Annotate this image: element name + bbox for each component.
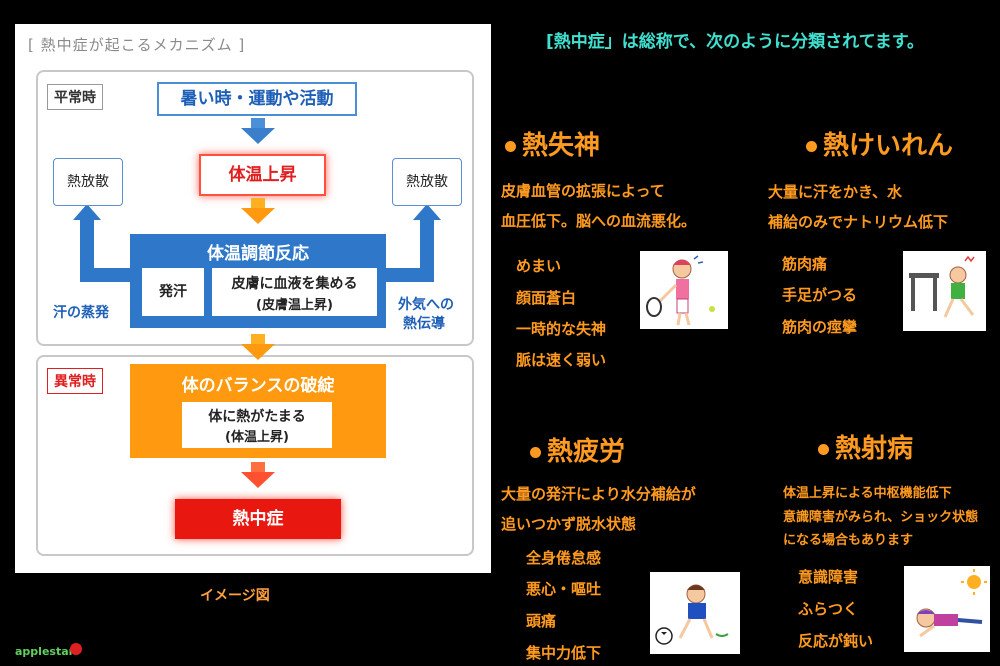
arrow-down-icon [241,208,275,224]
syncope-symptom: 脈は速く弱い [516,351,607,369]
headline: [熱中症」は総称で、次のように分類されてます。 [546,32,925,52]
stroke-desc-3: になる場合もあります [783,533,914,548]
arrow-down-icon [241,344,275,360]
arrow-down-icon [251,198,265,208]
stroke-symptom: 意識障害 [798,568,859,586]
panel-title: [ 熱中症が起こるメカニズム ] [28,36,246,54]
tennis-player-icon [646,255,715,326]
exhaustion-desc-1: 大量の発汗により水分補給が [501,485,696,503]
left-flow-arrow-stem [80,218,94,282]
right-flow-arrow-stem [420,218,434,282]
abnormal-state-tag: 異常時 [47,368,103,394]
arrow-down-icon [251,118,265,128]
normal-state-tag: 平常時 [47,84,103,110]
bullet-icon [505,141,516,152]
section-title-exhaustion: 熱疲労 [530,431,625,468]
soccer-player-icon [655,584,729,645]
skin-blood-box [212,268,377,316]
heat-release-left: 熱放散 [53,158,123,206]
bullet-icon [806,141,817,152]
regulation-title: 体温調節反応 [207,244,309,264]
exhaustion-symptom: 全身倦怠感 [526,549,602,567]
arrow-up-icon [413,204,441,220]
section-title-text: 熱けいれん [823,131,954,161]
syncope-symptom: めまい [516,257,562,275]
dizzy-tennis-player-illustration [640,251,728,329]
label-sweat-evaporation: 汗の蒸発 [53,305,109,321]
left-flow-arrow-connector [80,268,132,282]
heat-accumulation-line1: 体に熱がたまる [208,409,306,425]
section-title-syncope: 熱失神 [505,125,600,162]
cramps-symptom: 筋肉の痙攣 [782,318,858,336]
syncope-symptom: 一時的な失神 [516,320,607,338]
section-title-cramps: 熱けいれん [806,125,953,162]
heat-accumulation-line2: (体温上昇) [225,430,289,445]
site-logo: applestar [15,645,75,658]
heat-release-right: 熱放散 [392,158,462,206]
cramps-symptom: 手足がつる [782,286,858,304]
heatstroke-box: 熱中症 [175,499,341,539]
exhaustion-symptom: 頭痛 [526,612,557,630]
label-outside-air-2: 熱伝導 [403,316,445,332]
soccer-player-illustration [650,572,740,654]
skin-blood-line2: (皮膚温上昇) [256,298,333,313]
stroke-symptom: ふらつく [798,600,859,618]
stroke-desc-1: 体温上昇による中枢機能低下 [783,486,952,501]
label-outside-air-1: 外気への [398,297,454,313]
exhaustion-symptom: 悪心・嘔吐 [526,580,602,598]
arrow-up-icon [73,204,101,220]
hurdler-cramp-illustration [903,251,986,331]
section-title-text: 熱疲労 [547,437,626,467]
section-title-text: 熱射病 [835,434,914,464]
stroke-symptom: 反応が鈍い [798,632,874,650]
image-caption: イメージ図 [200,588,270,604]
skin-blood-line1: 皮膚に血液を集める [231,276,358,292]
arrow-down-icon [251,462,265,472]
exhaustion-desc-2: 追いつかず脱水状態 [501,515,637,533]
section-title-text: 熱失神 [522,131,601,161]
arrow-down-icon [241,472,275,488]
cramps-desc-2: 補給のみでナトリウム低下 [768,213,949,231]
bullet-icon [818,444,829,455]
collapsed-person-illustration [904,566,990,652]
arrow-down-icon [251,334,265,344]
cramps-symptom: 筋肉痛 [782,255,828,273]
trigger-box: 暑い時・運動や活動 [157,82,357,116]
bullet-icon [530,447,541,458]
balance-title: 体のバランスの破綻 [181,376,335,396]
collapsed-person-icon [916,569,987,638]
syncope-desc-2: 血圧低下。脳への血流悪化。 [501,212,697,230]
heat-accumulation-box [182,402,332,448]
exhaustion-symptom: 集中力低下 [526,644,602,662]
cramps-desc-1: 大量に汗をかき、水 [768,183,902,201]
hurdle-runner-icon [909,255,975,318]
syncope-desc-1: 皮膚血管の拡張によって [501,182,665,200]
section-title-stroke: 熱射病 [818,428,913,465]
right-flow-arrow-connector [384,268,434,282]
apple-icon [70,643,82,655]
stroke-desc-2: 意識障害がみられ、ショック状態 [783,510,979,525]
arrow-down-icon [241,128,275,144]
temp-rise-box: 体温上昇 [199,154,326,196]
syncope-symptom: 顔面蒼白 [516,289,577,307]
sweat-box: 発汗 [142,268,204,316]
